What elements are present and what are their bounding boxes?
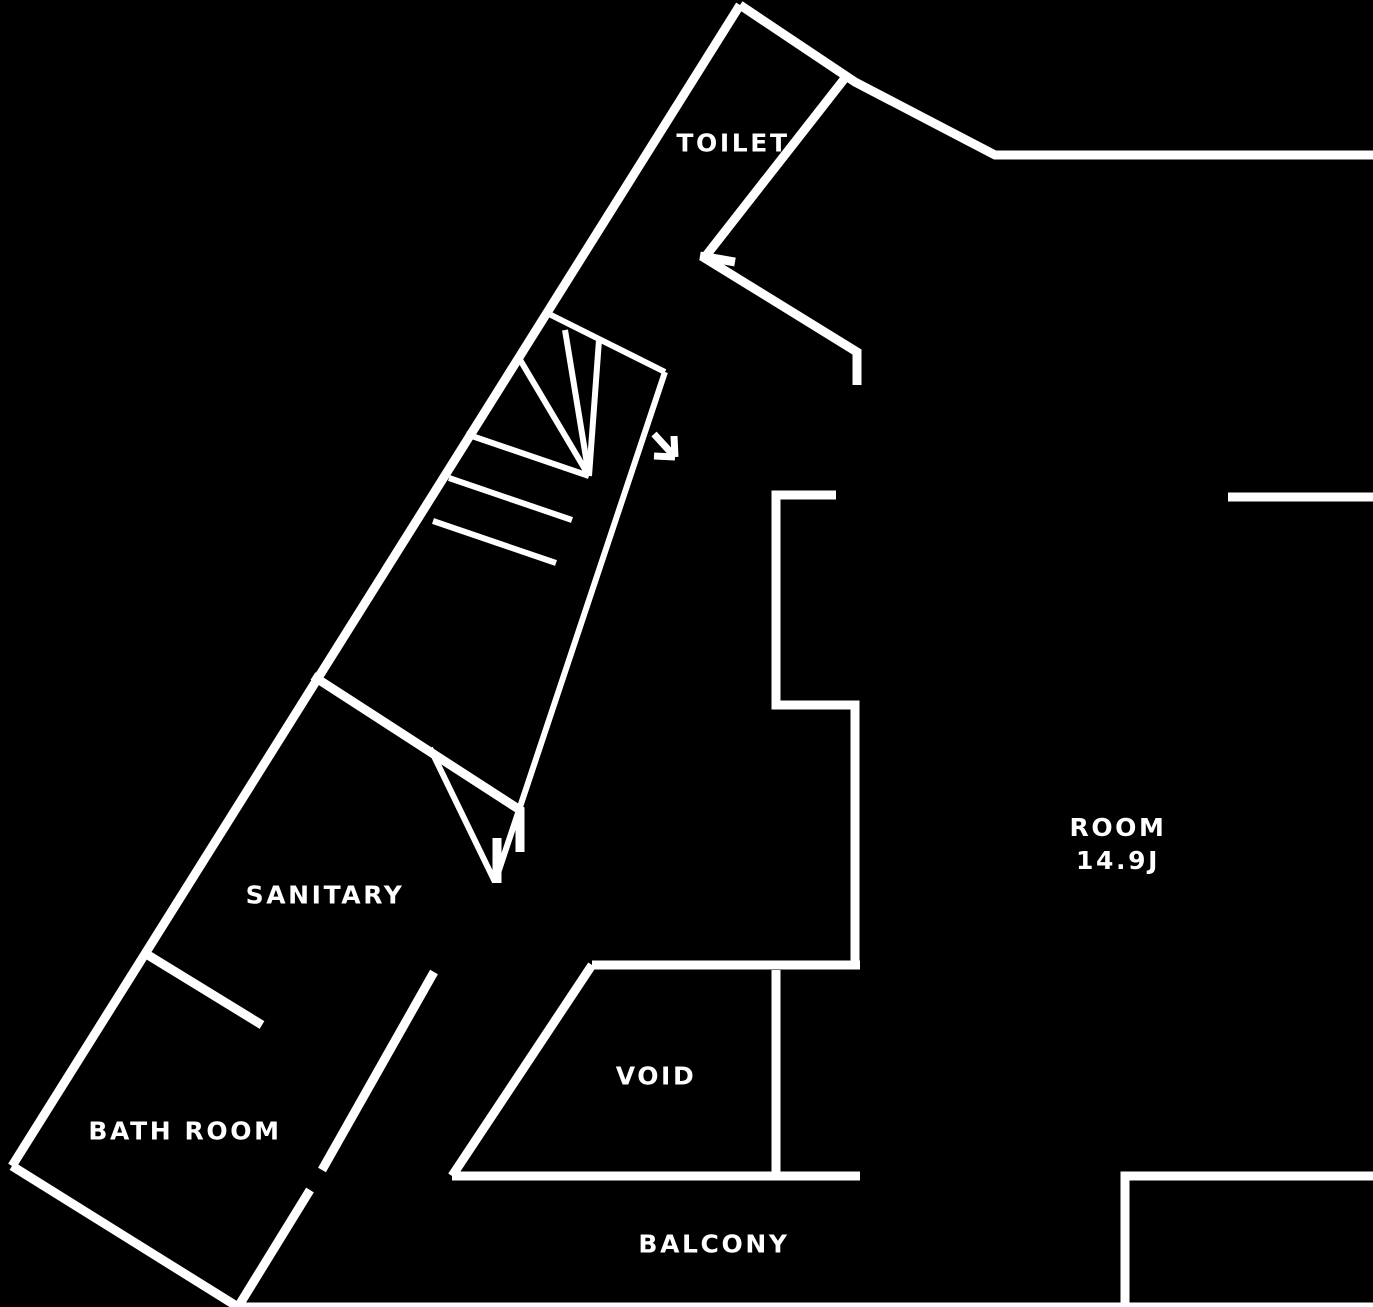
bathroom-wall-east xyxy=(318,969,438,1173)
exterior-wall-northwest xyxy=(8,2,744,1169)
stair-direction-arrow xyxy=(651,431,679,461)
stair-flight-left-edge xyxy=(427,746,498,884)
room-label-sanitary: SANITARY xyxy=(245,880,405,910)
stair-tread-2 xyxy=(448,475,573,523)
room-label-balcony: BALCONY xyxy=(638,1229,790,1259)
bathroom-wall-east-lower xyxy=(234,1187,314,1307)
void-wall-west xyxy=(448,962,596,1179)
exterior-wall-southwest xyxy=(9,1162,241,1307)
room-label-void: VOID xyxy=(615,1061,697,1091)
exterior-wall-east-lower xyxy=(1120,1171,1373,1307)
stair-winder-2 xyxy=(562,329,592,477)
stair-winder-1 xyxy=(516,356,592,478)
room-wall-west xyxy=(771,490,860,965)
stair-tread-3 xyxy=(432,518,557,566)
room-label-room-area: 14.9J xyxy=(1076,845,1160,875)
stair-winder-3 xyxy=(586,339,602,477)
room-label-toilet: TOILET xyxy=(676,128,790,158)
stair-tread-1 xyxy=(465,431,590,479)
room-label-room: ROOM xyxy=(1069,812,1167,842)
bathroom-partition xyxy=(140,948,265,1029)
exterior-wall-north xyxy=(737,1,1373,160)
room-label-bath-room: BATH ROOM xyxy=(88,1116,282,1146)
toilet-partition-west xyxy=(701,75,849,260)
sanitary-wall-north xyxy=(310,672,525,852)
stair-outline-right xyxy=(492,371,668,883)
toilet-partition-south xyxy=(700,253,862,385)
stair-outline-top xyxy=(543,309,667,375)
